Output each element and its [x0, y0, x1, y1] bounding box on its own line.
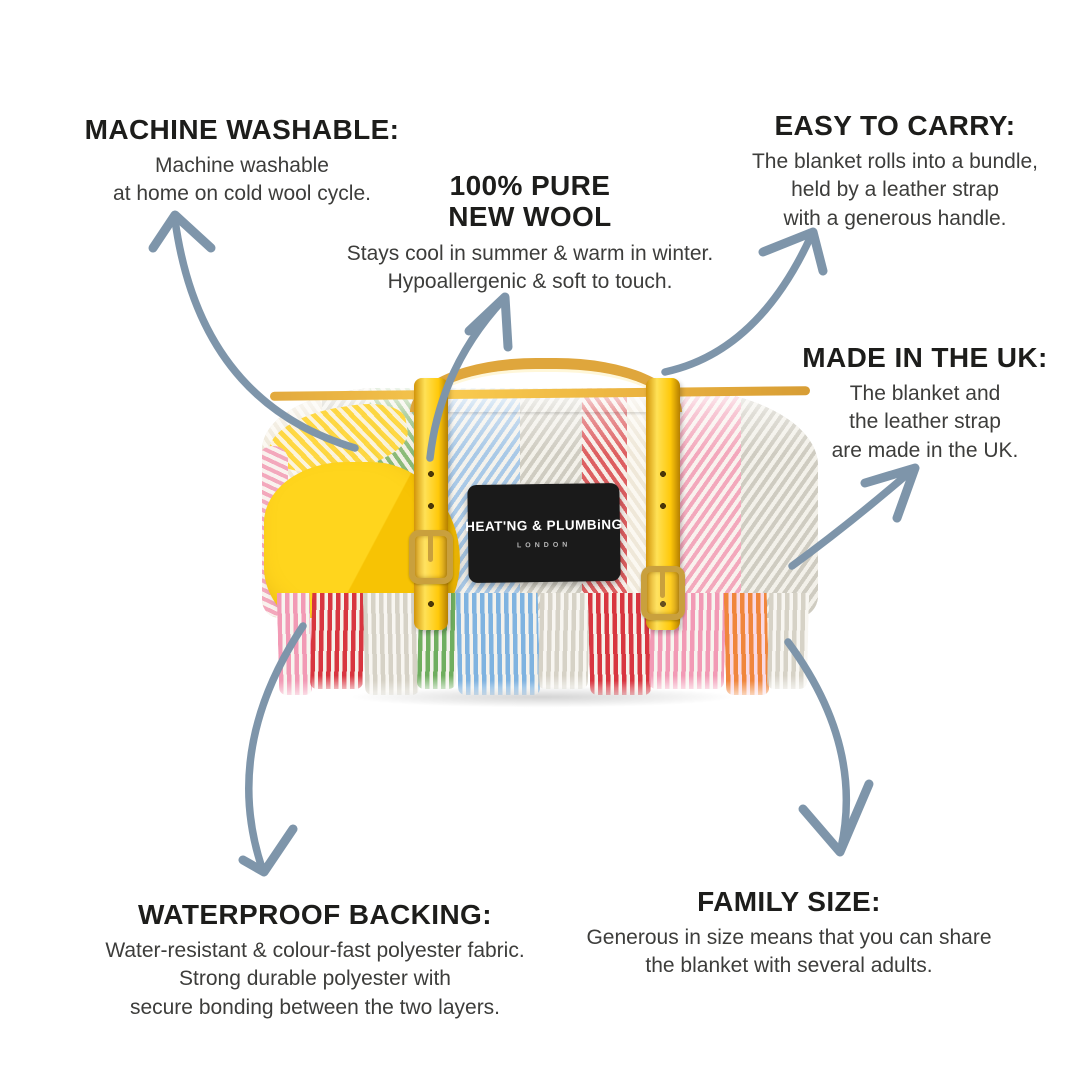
feature-waterproof-backing: WATERPROOF BACKING: Water-resistant & co…: [65, 899, 565, 1022]
brand-label-city: LONDON: [516, 541, 572, 549]
feature-title-line: 100% PURE: [449, 170, 611, 201]
feature-line: secure bonding between the two layers.: [129, 995, 501, 1019]
feature-line: The blanket rolls into a bundle,: [751, 150, 1038, 174]
feature-line: Hypoallergenic & soft to touch.: [387, 269, 673, 293]
feature-line: Stays cool in summer & warm in winter.: [346, 241, 714, 265]
feature-title: MACHINE WASHABLE:: [84, 114, 400, 145]
feature-line: Machine washable: [155, 154, 329, 178]
fringe-segment: [309, 593, 366, 689]
feature-line: with a generous handle.: [783, 206, 1007, 230]
fringe-segment: [455, 593, 541, 695]
feature-line: Strong durable polyester with: [179, 967, 451, 991]
brand-label: HEAT'NG & PLUMBiNG LONDON: [465, 482, 623, 584]
fringe-segment: [766, 593, 810, 689]
fringe-segment: [276, 593, 313, 695]
feature-line: the blanket with several adults.: [645, 954, 933, 978]
feature-pure-new-wool: 100% PURE NEW WOOL Stays cool in summer …: [330, 170, 730, 296]
feature-machine-washable: MACHINE WASHABLE: Machine washable at ho…: [42, 114, 442, 209]
strap-buckle: [641, 566, 685, 620]
feature-easy-to-carry: EASY TO CARRY: The blanket rolls into a …: [715, 110, 1075, 233]
feature-line: at home on cold wool cycle.: [113, 182, 371, 206]
feature-title: WATERPROOF BACKING:: [138, 899, 492, 930]
fringe-segment: [723, 593, 770, 695]
feature-line: Generous in size means that you can shar…: [586, 926, 992, 950]
brand-label-name: HEAT'NG & PLUMBiNG: [465, 516, 623, 534]
product-blanket: HEAT'NG & PLUMBiNG LONDON: [262, 356, 818, 712]
strap-buckle: [409, 530, 453, 584]
feature-line: The blanket and: [849, 382, 1001, 406]
feature-line: held by a leather strap: [791, 178, 999, 202]
feature-title: FAMILY SIZE:: [697, 886, 881, 917]
blanket-fringe: [276, 593, 810, 695]
feature-line: Water-resistant & colour-fast polyester …: [105, 939, 525, 963]
fringe-segment: [537, 593, 591, 689]
strap-left: [409, 378, 453, 630]
fringe-segment: [362, 593, 420, 695]
feature-family-size: FAMILY SIZE: Generous in size means that…: [564, 886, 1014, 981]
leather-handle: [410, 358, 682, 412]
feature-title: 100% PURE NEW WOOL: [330, 170, 730, 233]
feature-line: are made in the UK.: [831, 438, 1019, 462]
feature-line: the leather strap: [849, 410, 1001, 434]
feature-title: MADE IN THE UK:: [802, 342, 1048, 373]
feature-title: EASY TO CARRY:: [774, 110, 1016, 141]
feature-made-in-the-uk: MADE IN THE UK: The blanket and the leat…: [765, 342, 1080, 465]
feature-title-line: NEW WOOL: [448, 201, 612, 233]
strap-right: [641, 378, 685, 630]
